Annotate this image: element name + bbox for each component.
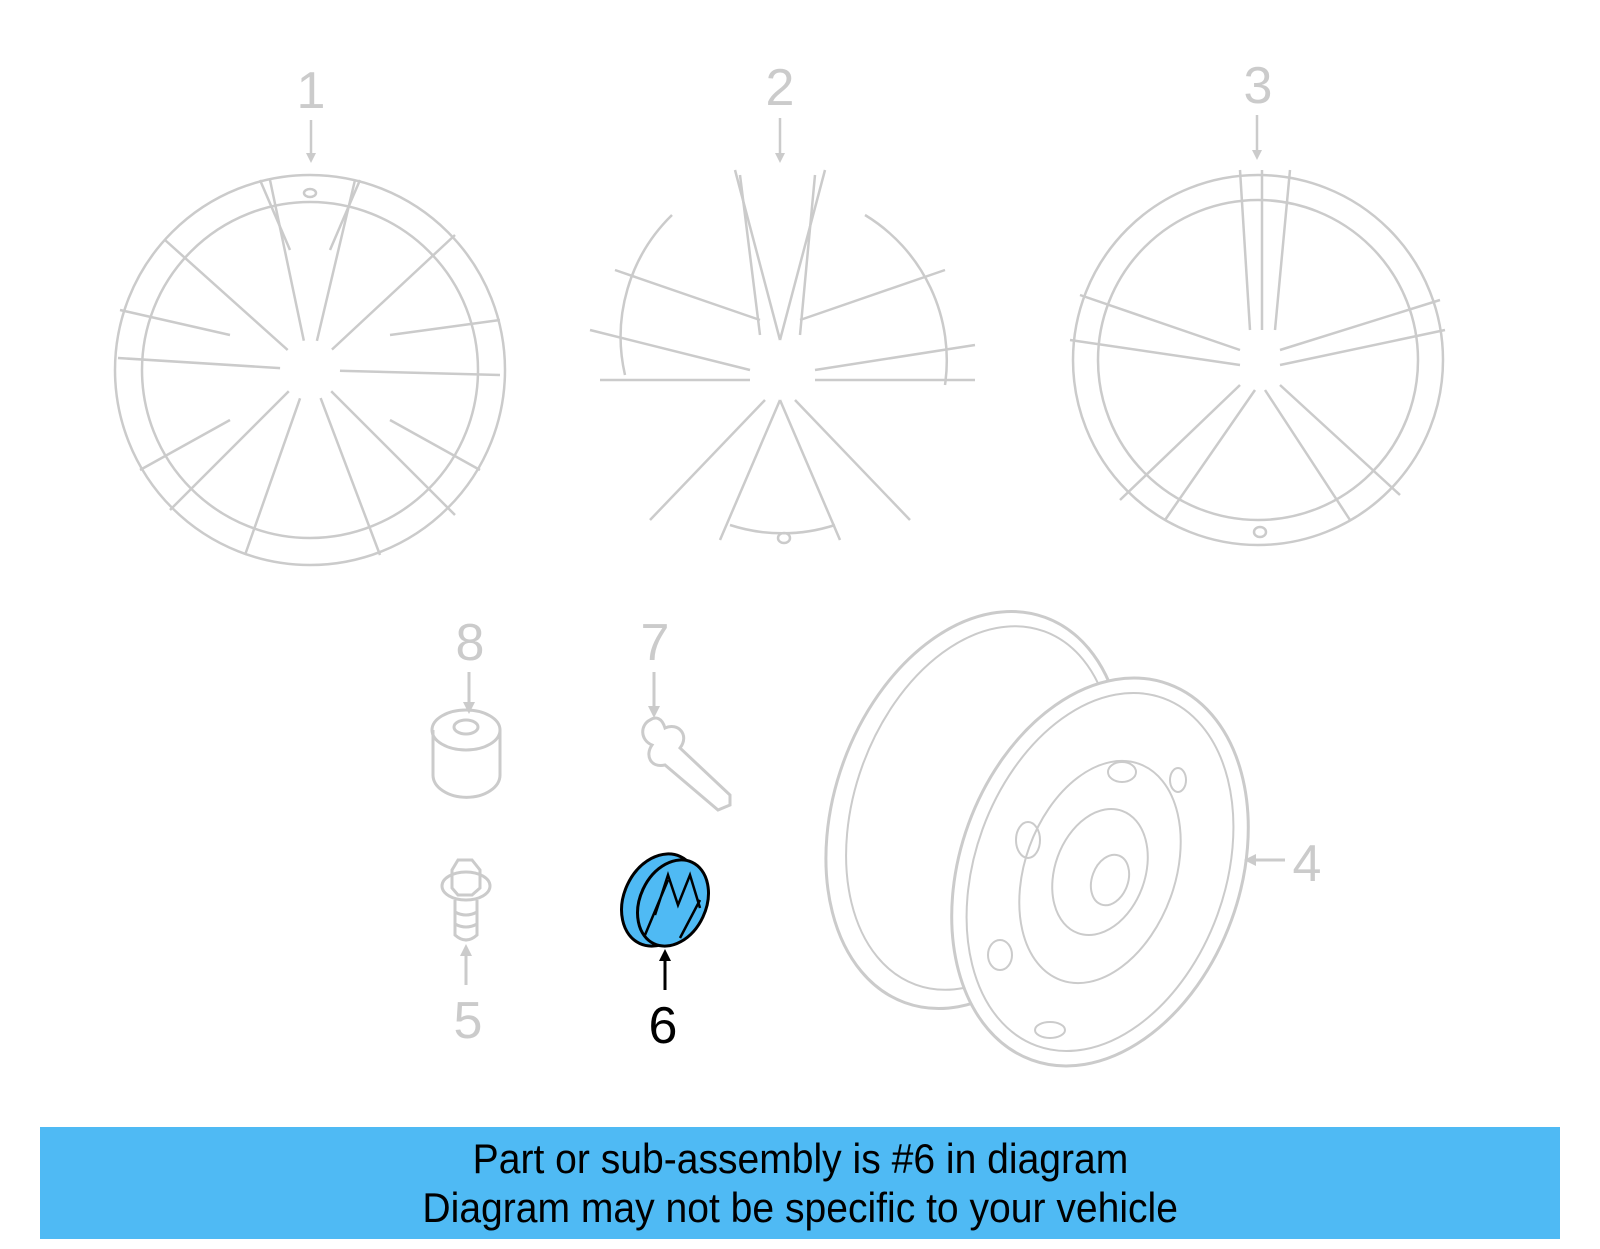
callout-5[interactable]: 5 [453, 992, 483, 1050]
callout-3[interactable]: 3 [1243, 57, 1273, 115]
wheel-2-drawing [589, 118, 976, 545]
banner-line-disclaimer: Diagram may not be specific to your vehi… [422, 1184, 1178, 1231]
wheel-3-drawing [1069, 115, 1446, 547]
info-banner: Part or sub-assembly is #6 in diagram Di… [40, 1127, 1560, 1239]
wheel-1-drawing [113, 120, 507, 567]
bushing-drawing [430, 672, 502, 799]
callout-1[interactable]: 1 [296, 62, 326, 120]
callout-6-highlighted[interactable]: 6 [648, 997, 678, 1055]
callout-7[interactable]: 7 [640, 614, 670, 672]
banner-line-part: Part or sub-assembly is #6 in diagram [472, 1135, 1128, 1182]
center-cap-drawing[interactable] [607, 841, 722, 990]
callout-2[interactable]: 2 [765, 59, 795, 117]
wheel-bolt-drawing [440, 858, 492, 985]
callout-4[interactable]: 4 [1292, 835, 1322, 893]
valve-stem-drawing [641, 672, 732, 812]
callout-8[interactable]: 8 [455, 614, 485, 672]
steel-wheel-drawing [824, 610, 1285, 1068]
parts-diagram [113, 115, 1446, 1068]
